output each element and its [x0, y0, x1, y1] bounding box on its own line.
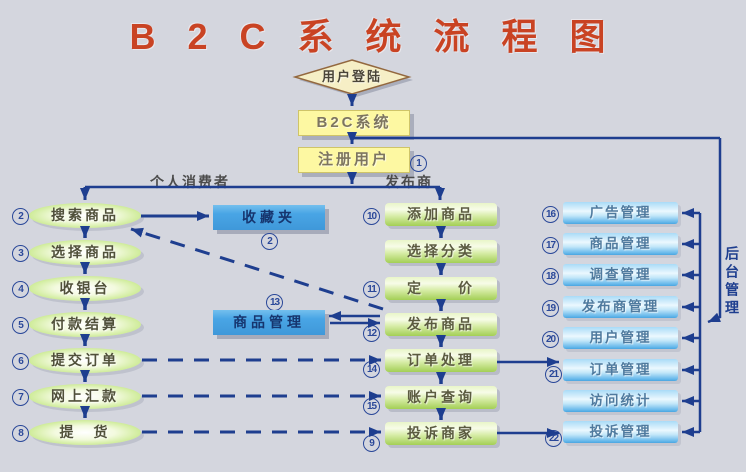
label-consumer-branch: 个人消费者: [150, 174, 230, 190]
step-number: 7: [12, 389, 29, 406]
node-consumer-step-choose: 选择商品: [29, 240, 141, 265]
step-number: 12: [363, 325, 380, 342]
node-register-user: 注册用户: [298, 147, 410, 173]
step-number: 21: [545, 366, 562, 383]
step-number: 6: [12, 353, 29, 370]
label-backend-management: 后台管理: [724, 246, 740, 318]
page-title: B 2 C 系 统 流 程 图: [129, 16, 617, 57]
node-publisher-step-add-product: 添加商品: [385, 203, 497, 226]
node-admin-ad-management: 广告管理: [563, 202, 678, 224]
step-number: 15: [363, 398, 380, 415]
node-admin-order-management: 订单管理: [563, 359, 678, 381]
node-admin-publisher-management: 发布商管理: [563, 296, 678, 318]
node-user-login: 用户登陆: [295, 60, 409, 94]
node-admin-user-management: 用户管理: [563, 327, 678, 349]
node-product-management: 商品管理: [213, 310, 325, 335]
step-number: 3: [12, 245, 29, 262]
step-number: 20: [542, 331, 559, 348]
node-admin-visit-stats: 访问统计: [563, 390, 678, 412]
node-publisher-step-complaint: 投诉商家: [385, 422, 497, 445]
node-consumer-step-search: 搜索商品: [29, 203, 141, 228]
label-publisher-branch: 发布商: [385, 174, 433, 190]
step-number: 11: [363, 281, 380, 298]
register-step-number: 1: [410, 155, 427, 172]
node-admin-product-management: 商品管理: [563, 233, 678, 255]
step-number: 10: [363, 208, 380, 225]
node-consumer-step-pickup: 提 货: [29, 420, 141, 445]
step-number: 2: [261, 233, 278, 250]
step-number: 16: [542, 206, 559, 223]
node-consumer-step-cashier: 收银台: [29, 276, 141, 301]
node-publisher-step-publish: 发布商品: [385, 313, 497, 336]
step-number: 14: [363, 361, 380, 378]
step-number: 4: [12, 281, 29, 298]
node-consumer-step-remit: 网上汇款: [29, 384, 141, 409]
step-number: 8: [12, 425, 29, 442]
node-consumer-step-pay: 付款结算: [29, 312, 141, 337]
node-publisher-step-account-query: 账户查询: [385, 386, 497, 409]
node-publisher-step-category: 选择分类: [385, 240, 497, 263]
step-number: 13: [266, 294, 283, 311]
node-publisher-step-order-processing: 订单处理: [385, 349, 497, 372]
node-admin-complaint-management: 投诉管理: [563, 421, 678, 443]
node-consumer-step-order: 提交订单: [29, 348, 141, 373]
node-admin-survey-management: 调查管理: [563, 264, 678, 286]
step-number: 17: [542, 237, 559, 254]
user-login-label: 用户登陆: [321, 69, 382, 84]
step-number: 5: [12, 317, 29, 334]
node-publisher-step-pricing: 定 价: [385, 277, 497, 300]
step-number: 19: [542, 300, 559, 317]
step-number: 9: [363, 435, 380, 452]
node-b2c-system: B2C系统: [298, 110, 410, 136]
step-number: 22: [545, 430, 562, 447]
step-number: 18: [542, 268, 559, 285]
step-number: 2: [12, 208, 29, 225]
node-favorites: 收藏夹: [213, 205, 325, 230]
